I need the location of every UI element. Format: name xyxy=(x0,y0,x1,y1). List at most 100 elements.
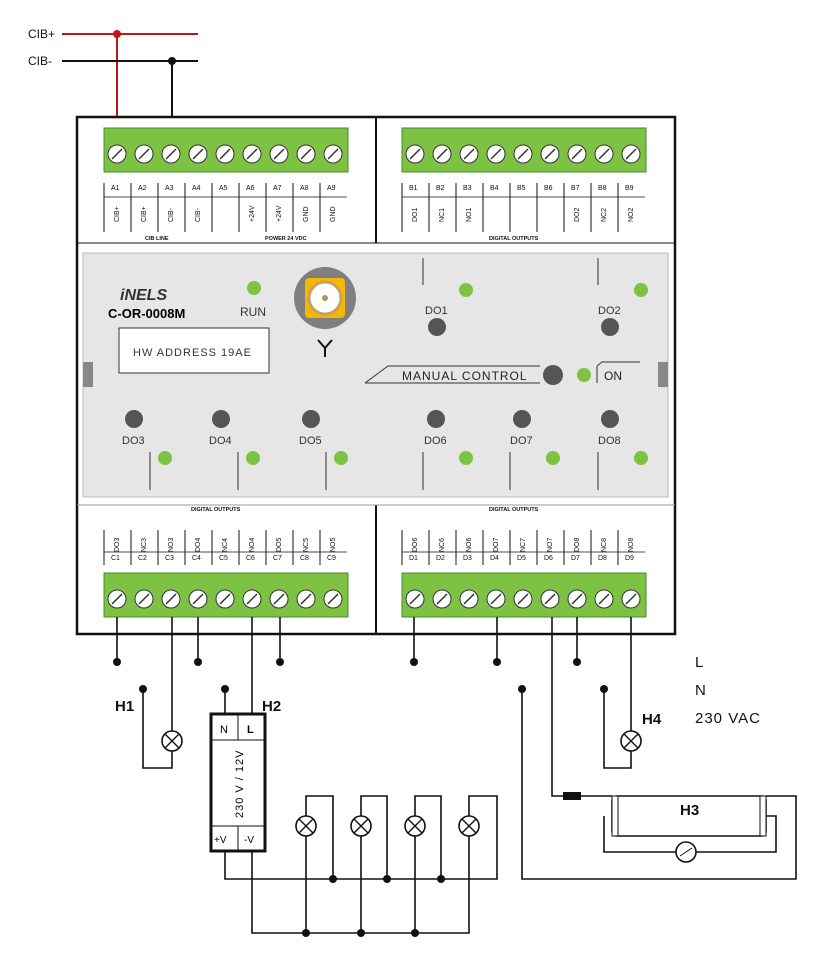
output-DO7[interactable]: DO7 xyxy=(509,410,560,490)
signal-label: NO3 xyxy=(168,538,175,553)
output-button[interactable] xyxy=(601,318,619,336)
terminal-screw-B6[interactable] xyxy=(540,144,560,164)
terminal-screw-A1[interactable] xyxy=(107,144,127,164)
output-button[interactable] xyxy=(212,410,230,428)
terminal-screw-B2[interactable] xyxy=(432,144,452,164)
terminal-screw-C8[interactable] xyxy=(296,589,316,609)
terminal-screw-B1[interactable] xyxy=(405,144,425,164)
h2-label: H2 xyxy=(262,698,281,715)
terminal-screw-B8[interactable] xyxy=(594,144,614,164)
terminal-screw-D9[interactable] xyxy=(621,589,641,609)
output-DO2[interactable]: DO2 xyxy=(597,258,648,336)
terminal-screw-A6[interactable] xyxy=(242,144,262,164)
output-label: DO6 xyxy=(424,435,447,447)
terminal-label: B3 xyxy=(463,185,472,192)
terminal-screw-A7[interactable] xyxy=(269,144,289,164)
terminal-screw-D6[interactable] xyxy=(540,589,560,609)
terminal-screw-B5[interactable] xyxy=(513,144,533,164)
h1-label: H1 xyxy=(115,698,134,715)
terminal-screw-D3[interactable] xyxy=(459,589,479,609)
terminal-screw-C3[interactable] xyxy=(161,589,181,609)
manual-control-button[interactable] xyxy=(543,365,563,385)
output-DO3[interactable]: DO3 xyxy=(122,410,172,490)
manual-control-label: MANUAL CONTROL xyxy=(402,369,528,383)
terminal-label: B6 xyxy=(544,185,553,192)
output-button[interactable] xyxy=(125,410,143,428)
terminal-screw-B9[interactable] xyxy=(621,144,641,164)
terminal-label: B7 xyxy=(571,185,580,192)
terminal-screw-A4[interactable] xyxy=(188,144,208,164)
terminal-screw-C4[interactable] xyxy=(188,589,208,609)
terminal-label: C6 xyxy=(246,555,255,562)
terminal-label: A9 xyxy=(327,185,336,192)
terminal-label: D5 xyxy=(517,555,526,562)
output-label: DO3 xyxy=(122,435,145,447)
lamp-icon xyxy=(350,815,372,837)
terminal-screw-C7[interactable] xyxy=(269,589,289,609)
cib-minus-label: CIB- xyxy=(28,54,52,68)
h3-label: H3 xyxy=(680,802,699,819)
terminal-screw-B7[interactable] xyxy=(567,144,587,164)
terminal-label: B9 xyxy=(625,185,634,192)
output-led xyxy=(334,451,348,465)
output-button[interactable] xyxy=(513,410,531,428)
terminal-screw-A5[interactable] xyxy=(215,144,235,164)
output-DO1[interactable]: DO1 xyxy=(422,258,473,336)
terminal-label: A8 xyxy=(300,185,309,192)
signal-label: NO4 xyxy=(249,538,256,553)
hw-address: HW ADDRESS 19AE xyxy=(133,347,252,359)
manual-control[interactable]: MANUAL CONTROL ON xyxy=(364,361,640,385)
terminal-screw-B3[interactable] xyxy=(459,144,479,164)
lamp-icon xyxy=(458,815,480,837)
terminal-label: B1 xyxy=(409,185,418,192)
output-button[interactable] xyxy=(302,410,320,428)
signal-label: NC4 xyxy=(222,538,229,552)
output-label: DO5 xyxy=(299,435,322,447)
output-led xyxy=(634,283,648,297)
terminal-screw-C9[interactable] xyxy=(323,589,343,609)
terminal-screw-C1[interactable] xyxy=(107,589,127,609)
terminal-screw-C6[interactable] xyxy=(242,589,262,609)
terminal-screw-D5[interactable] xyxy=(513,589,533,609)
terminal-screw-C5[interactable] xyxy=(215,589,235,609)
output-button[interactable] xyxy=(428,318,446,336)
terminal-screw-D1[interactable] xyxy=(405,589,425,609)
output-DO6[interactable]: DO6 xyxy=(422,410,473,490)
group-label: DIGITAL OUTPUTS xyxy=(489,236,539,242)
signal-label: DO1 xyxy=(412,208,419,223)
terminal-screw-A2[interactable] xyxy=(134,144,154,164)
terminal-label: D7 xyxy=(571,555,580,562)
antenna-icon xyxy=(317,339,333,357)
terminal-screw-D4[interactable] xyxy=(486,589,506,609)
terminal-screw-D8[interactable] xyxy=(594,589,614,609)
signal-label: NC3 xyxy=(141,538,148,552)
supply-voltage: 230 VAC xyxy=(695,710,761,727)
terminal-label: C2 xyxy=(138,555,147,562)
output-DO5[interactable]: DO5 xyxy=(299,410,348,490)
signal-label: CIB- xyxy=(195,207,202,222)
output-led xyxy=(546,451,560,465)
signal-label: NO1 xyxy=(466,208,473,223)
output-led xyxy=(459,451,473,465)
output-DO4[interactable]: DO4 xyxy=(209,410,260,490)
terminal-screw-D2[interactable] xyxy=(432,589,452,609)
terminal-screw-C2[interactable] xyxy=(134,589,154,609)
terminal-label: D2 xyxy=(436,555,445,562)
supply-n: N xyxy=(695,682,706,699)
signal-label: NC2 xyxy=(601,208,608,222)
signal-label: NO2 xyxy=(628,208,635,223)
output-label: DO7 xyxy=(510,435,533,447)
terminal-screw-A3[interactable] xyxy=(161,144,181,164)
signal-label: NC7 xyxy=(520,538,527,552)
signal-label: DO4 xyxy=(195,538,202,553)
output-DO8[interactable]: DO8 xyxy=(597,410,648,490)
terminal-screw-A9[interactable] xyxy=(323,144,343,164)
output-button[interactable] xyxy=(427,410,445,428)
terminal-screw-A8[interactable] xyxy=(296,144,316,164)
cib-bus: CIB+ CIB- xyxy=(28,27,198,117)
output-button[interactable] xyxy=(601,410,619,428)
terminal-screw-B4[interactable] xyxy=(486,144,506,164)
terminal-screw-D7[interactable] xyxy=(567,589,587,609)
